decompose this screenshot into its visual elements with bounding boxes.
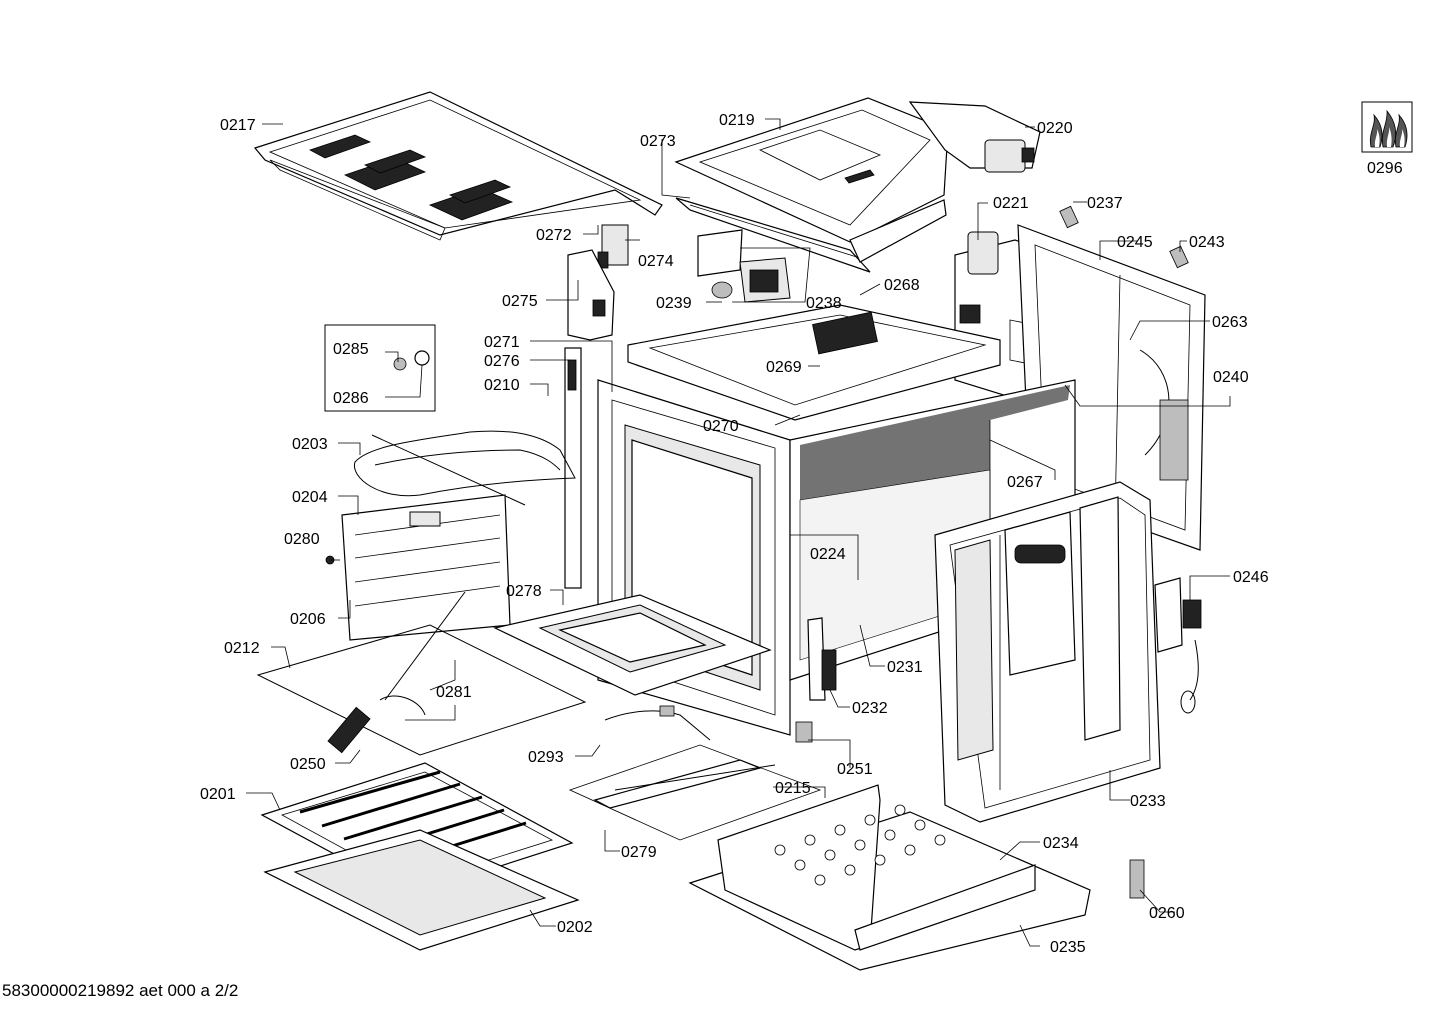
part-label: 0281 <box>436 684 472 701</box>
wire-shelf-part <box>256 624 587 756</box>
part-label: 0268 <box>884 277 920 294</box>
part-label: 0217 <box>220 117 256 134</box>
leader-lines <box>246 118 1231 947</box>
inner-tray-part <box>493 594 772 696</box>
part-label: 0238 <box>806 295 842 312</box>
part-label: 0271 <box>484 334 520 351</box>
part-label: 0250 <box>290 756 326 773</box>
part-label: 0224 <box>810 546 846 563</box>
part-label: 0210 <box>484 377 520 394</box>
bottom-heater-part <box>568 705 822 841</box>
part-label: 0286 <box>333 390 369 407</box>
part-label: 0278 <box>506 583 542 600</box>
control-module-part <box>1154 577 1202 714</box>
part-label: 0221 <box>993 195 1029 212</box>
part-label: 0269 <box>766 359 802 376</box>
top-cover-part <box>253 91 663 241</box>
part-label: 0215 <box>775 780 811 797</box>
rotisserie-part <box>327 591 466 754</box>
lamp-parts <box>697 229 791 303</box>
part-label: 0270 <box>703 418 739 435</box>
flame-icon <box>1361 101 1413 153</box>
part-label: 0263 <box>1212 314 1248 331</box>
part-label: 0285 <box>333 341 369 358</box>
part-label: 0203 <box>292 436 328 453</box>
part-label: 0276 <box>484 353 520 370</box>
switch-parts <box>567 224 629 341</box>
part-label: 0219 <box>719 112 755 129</box>
part-label: 0279 <box>621 844 657 861</box>
knob-bracket-inset <box>324 324 436 412</box>
part-label: 0235 <box>1050 939 1086 956</box>
part-labels: 0217 0219 0220 0273 0272 0274 0275 0221 … <box>200 112 1403 956</box>
part-label: 0239 <box>656 295 692 312</box>
part-label: 0245 <box>1117 234 1153 251</box>
part-label: 0293 <box>528 749 564 766</box>
part-label: 0201 <box>200 786 236 803</box>
baking-tray-part <box>263 829 580 951</box>
hinge-parts <box>795 617 837 743</box>
part-label: 0206 <box>290 611 326 628</box>
part-label: 0234 <box>1043 835 1079 852</box>
part-label: 0251 <box>837 761 873 778</box>
part-label: 0231 <box>887 659 923 676</box>
part-label: 0240 <box>1213 369 1249 386</box>
part-label: 0273 <box>640 133 676 150</box>
part-label: 0275 <box>502 293 538 310</box>
part-label: 0272 <box>536 227 572 244</box>
part-label: 0237 <box>1087 195 1123 212</box>
top-panel-part <box>674 97 1041 273</box>
part-label: 0260 <box>1149 905 1185 922</box>
part-label: 0246 <box>1233 569 1269 586</box>
icon-label: 0296 <box>1367 160 1403 177</box>
part-label: 0204 <box>292 489 328 506</box>
part-label: 0280 <box>284 531 320 548</box>
document-code: 58300000219892 aet 000 a 2/2 <box>2 981 239 1000</box>
part-label: 0202 <box>557 919 593 936</box>
part-label: 0267 <box>1007 474 1043 491</box>
part-label: 0233 <box>1130 793 1166 810</box>
part-label: 0220 <box>1037 120 1073 137</box>
part-label: 0274 <box>638 253 674 270</box>
grill-heating-element <box>354 430 576 506</box>
part-label: 0212 <box>224 640 260 657</box>
oven-door-part <box>934 481 1161 823</box>
bottom-plate-part <box>688 784 1145 971</box>
sensor-parts <box>1059 205 1189 269</box>
part-label: 0243 <box>1189 234 1225 251</box>
part-label: 0232 <box>852 700 888 717</box>
side-rack-part <box>325 494 511 641</box>
